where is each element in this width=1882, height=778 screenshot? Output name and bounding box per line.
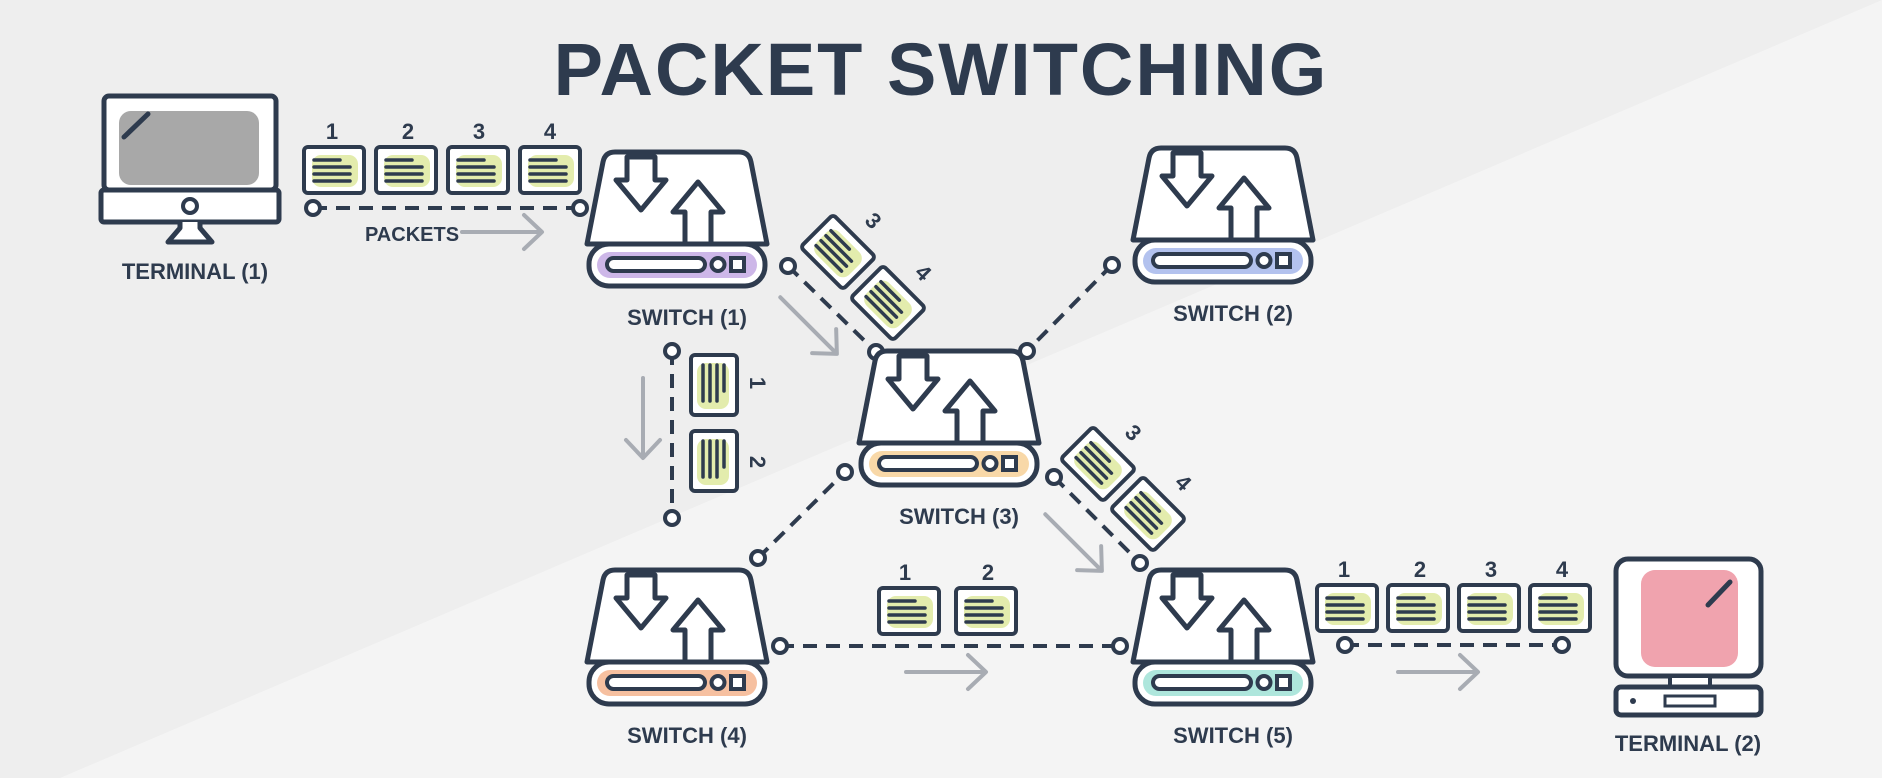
packet-icon (689, 353, 739, 417)
packet-icon (1528, 583, 1592, 633)
switch-1-label: SWITCH (1) (627, 305, 747, 330)
terminal1-screen (119, 111, 259, 185)
packet-group-terminal2: 1 2 3 4 (1315, 557, 1592, 633)
switch-4-label: SWITCH (4) (627, 723, 747, 748)
switch-1: SWITCH (1) (584, 149, 770, 330)
page-title: PACKET SWITCHING (554, 28, 1329, 111)
packet-group-s4-s5: 1 2 (877, 560, 1018, 636)
switch-5: SWITCH (5) (1130, 567, 1316, 748)
download-arrow-icon (885, 353, 941, 412)
packet-icon (518, 145, 582, 195)
terminal2-label: TERMINAL (2) (1615, 731, 1761, 756)
packet-group-terminal1: 1 2 3 4 PACKETS (302, 119, 582, 246)
packet-icon (877, 586, 941, 636)
link-switch1-switch3 (786, 264, 878, 354)
switches-layer: SWITCH (1) SWITCH (2) SWITCH (3) SWITCH (4)… (584, 145, 1316, 748)
terminal2-screen (1641, 570, 1738, 667)
packet-number: 4 (1556, 557, 1569, 582)
packets-label: PACKETS (365, 224, 459, 246)
packet-number: 2 (402, 119, 414, 144)
link-switch2-switch3 (1025, 263, 1114, 353)
terminal-1: TERMINAL (1) (98, 93, 282, 284)
packet-number: 3 (1485, 557, 1497, 582)
terminal1-label: TERMINAL (1) (122, 259, 268, 284)
packet-number: 1 (1338, 557, 1350, 582)
packet-number: 3 (473, 119, 485, 144)
packet-icon (1457, 583, 1521, 633)
packet-number: 1 (326, 119, 338, 144)
link-switch3-switch5 (1052, 475, 1142, 565)
packet-group-s1-s3: 3 4 (801, 208, 937, 341)
packet-number: 2 (982, 560, 994, 585)
switch-3-label: SWITCH (3) (899, 504, 1019, 529)
arrow-right-icon (460, 213, 544, 251)
arrow-down-icon (624, 376, 662, 460)
switch-2: SWITCH (2) (1130, 145, 1316, 326)
packet-group-s1-s4: 1 2 (689, 353, 770, 493)
packet-number: 3 (860, 208, 886, 234)
packet-number: 4 (544, 119, 557, 144)
packet-number: 1 (899, 560, 911, 585)
switch-2-label: SWITCH (2) (1173, 301, 1293, 326)
packet-icon (446, 145, 510, 195)
packet-icon (374, 145, 438, 195)
switch-3: SWITCH (3) (856, 348, 1042, 529)
switch-5-label: SWITCH (5) (1173, 723, 1293, 748)
download-arrow-icon (613, 572, 669, 631)
switch-4: SWITCH (4) (584, 567, 770, 748)
packet-icon (302, 145, 366, 195)
packet-number: 2 (1414, 557, 1426, 582)
packet-icon (1386, 583, 1450, 633)
download-arrow-icon (613, 154, 669, 213)
arrow-down-right-icon (768, 285, 849, 366)
packet-icon (1315, 583, 1379, 633)
packet-number: 4 (910, 260, 937, 287)
packet-icon (689, 429, 739, 493)
packet-number: 1 (745, 377, 770, 389)
download-arrow-icon (1159, 572, 1215, 631)
download-arrow-icon (1159, 150, 1215, 209)
packet-number: 2 (745, 456, 770, 468)
terminal-2: TERMINAL (2) (1613, 556, 1764, 756)
link-switch4-switch3 (756, 470, 847, 560)
packet-icon (954, 586, 1018, 636)
